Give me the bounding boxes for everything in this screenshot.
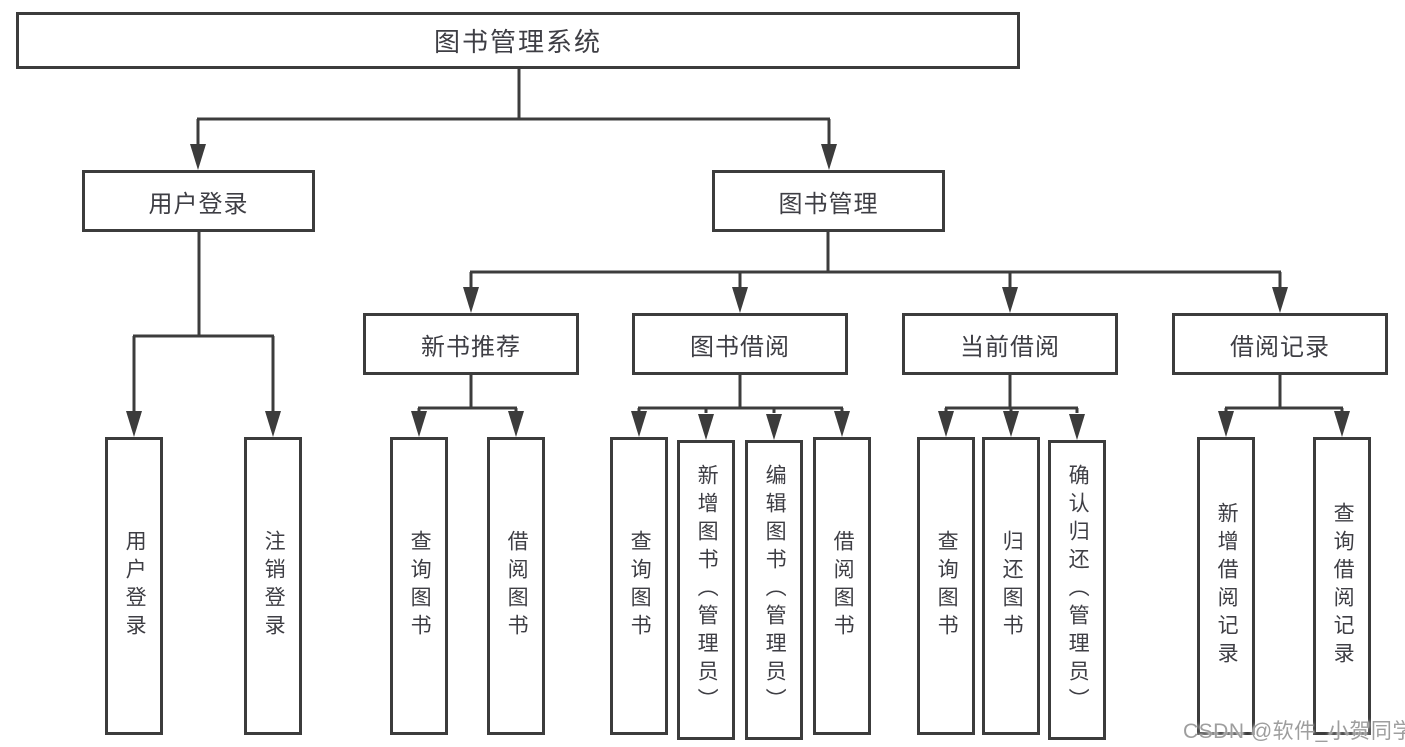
node-new-book-recommend: 新书推荐 [363, 313, 579, 375]
leaf-query-books-1: 查询图书 [390, 437, 448, 735]
leaf-query-books-3: 查询图书 [917, 437, 975, 735]
leaf-logout-label: 注销登录 [262, 530, 286, 642]
leaf-user-login-label: 用户登录 [123, 530, 147, 642]
arrowhead-leaf [126, 411, 142, 437]
arrowhead-current-borrow [1002, 287, 1018, 313]
leaf-borrow-books-1: 借阅图书 [487, 437, 545, 735]
arrowhead-leaf [766, 414, 782, 440]
arrowhead-new-books [463, 287, 479, 313]
arrowhead-borrow-records [1272, 287, 1288, 313]
leaf-borrow-books-2-label: 借阅图书 [831, 530, 855, 642]
arrowhead-leaf [834, 411, 850, 437]
connector-root [196, 69, 831, 146]
node-book-management-label: 图书管理 [778, 190, 879, 218]
leaf-borrow-books-2: 借阅图书 [813, 437, 871, 735]
csdn-watermark: CSDN @软件_小贺同学 [1183, 720, 1405, 743]
node-new-book-recommend-label: 新书推荐 [421, 333, 521, 361]
arrowhead-leaf [938, 411, 954, 437]
connector-user-login-group [132, 232, 275, 413]
leaf-query-books-1-label: 查询图书 [408, 530, 432, 642]
connector-book-mgmt-group [469, 232, 1282, 289]
leaf-query-books-3-label: 查询图书 [935, 530, 959, 642]
arrowhead-leaf [698, 414, 714, 440]
leaf-add-borrow-record: 新增借阅记录 [1197, 437, 1255, 735]
leaf-user-login: 用户登录 [105, 437, 163, 735]
arrowhead-leaf [1003, 411, 1019, 437]
node-book-management: 图书管理 [712, 170, 945, 232]
arrowhead-book-borrow [732, 287, 748, 313]
leaf-confirm-return-admin: 确认归还（管理员） [1048, 440, 1106, 740]
leaf-return-books: 归还图书 [982, 437, 1040, 735]
leaf-edit-books-admin: 编辑图书（管理员） [745, 440, 803, 740]
leaf-logout: 注销登录 [244, 437, 302, 735]
node-current-borrowing-label: 当前借阅 [960, 333, 1060, 361]
leaf-add-books-admin-label: 新增图书（管理员） [695, 464, 719, 716]
arrowhead-leaf [1069, 414, 1085, 440]
leaf-add-borrow-record-label: 新增借阅记录 [1215, 502, 1239, 670]
arrowhead-leaf [265, 411, 281, 437]
connector-current-borrow-group [944, 375, 1079, 413]
leaf-add-books-admin: 新增图书（管理员） [677, 440, 735, 740]
node-library-system-label: 图书管理系统 [433, 27, 602, 57]
node-current-borrowing: 当前借阅 [902, 313, 1118, 375]
connector-new-books-group [417, 375, 518, 413]
node-book-borrowing: 图书借阅 [632, 313, 848, 375]
leaf-query-borrow-record: 查询借阅记录 [1313, 437, 1371, 735]
leaf-edit-books-admin-label: 编辑图书（管理员） [763, 464, 787, 716]
connector-book-borrow-group [637, 375, 844, 413]
leaf-borrow-books-1-label: 借阅图书 [505, 530, 529, 642]
leaf-return-books-label: 归还图书 [1000, 530, 1024, 642]
connector-borrow-records-group [1224, 375, 1344, 413]
node-book-borrowing-label: 图书借阅 [690, 333, 790, 361]
node-user-login: 用户登录 [82, 170, 315, 232]
arrowhead-book-mgmt [821, 144, 837, 170]
leaf-confirm-return-admin-label: 确认归还（管理员） [1066, 464, 1090, 716]
arrowhead-leaf [631, 411, 647, 437]
arrowhead-leaf [1334, 411, 1350, 437]
leaf-query-books-2-label: 查询图书 [628, 530, 652, 642]
arrowhead-leaf [1218, 411, 1234, 437]
arrowhead-leaf [411, 411, 427, 437]
node-borrowing-records: 借阅记录 [1172, 313, 1388, 375]
arrowhead-leaf [508, 411, 524, 437]
node-library-system: 图书管理系统 [16, 12, 1020, 69]
node-user-login-label: 用户登录 [148, 190, 249, 218]
leaf-query-books-2: 查询图书 [610, 437, 668, 735]
leaf-query-borrow-record-label: 查询借阅记录 [1331, 502, 1355, 670]
arrowhead-user-login [190, 144, 206, 170]
node-borrowing-records-label: 借阅记录 [1230, 333, 1330, 361]
